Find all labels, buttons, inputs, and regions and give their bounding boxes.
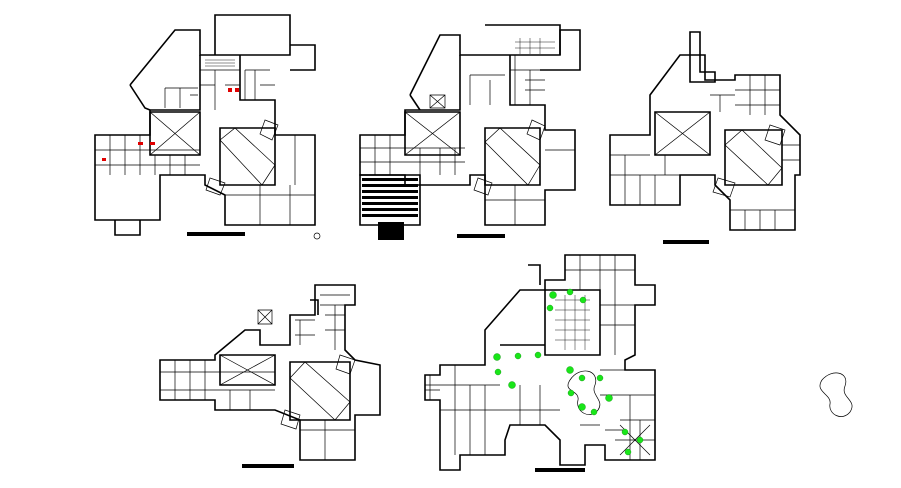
plan-4 [159,284,381,468]
plan-5 [424,254,853,472]
plan-2 [359,24,581,240]
plan-3 [609,31,801,244]
plan-1 [94,14,321,240]
